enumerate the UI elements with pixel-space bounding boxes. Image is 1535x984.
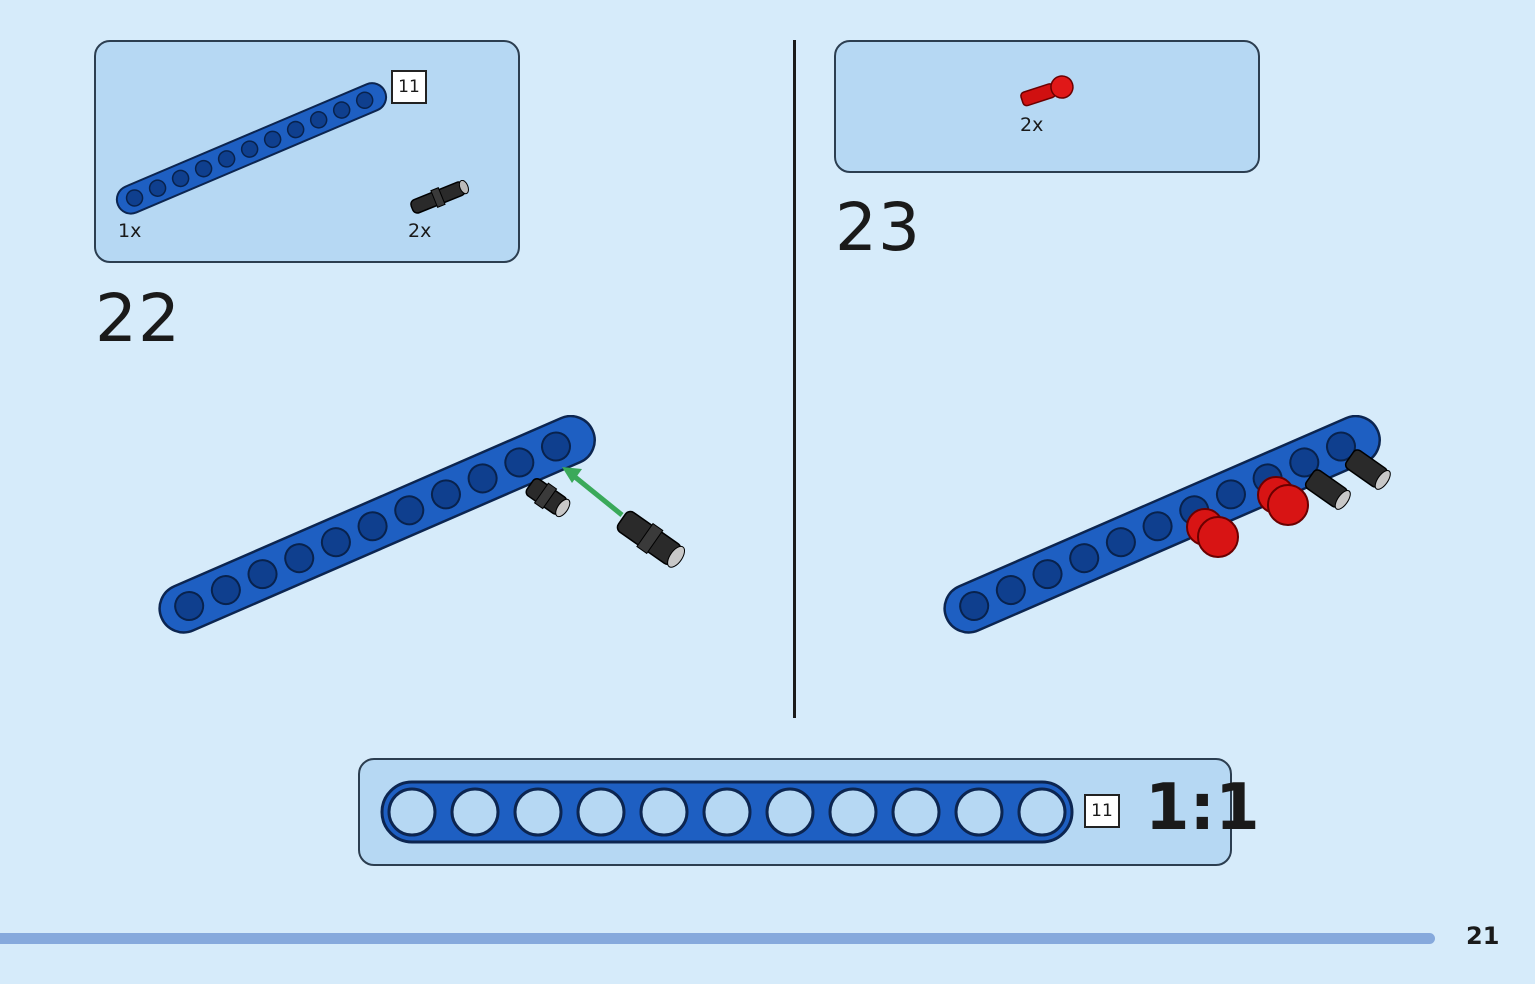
beam-length-tag: 11 bbox=[391, 70, 427, 104]
red-pin-part-icon bbox=[1020, 75, 1074, 107]
beam-11-part-icon bbox=[115, 82, 388, 215]
scale-length-tag: 11 bbox=[1084, 794, 1120, 828]
black-pin-part-icon bbox=[410, 180, 469, 214]
scale-ratio-label: 1:1 bbox=[1145, 771, 1260, 845]
step-23-parts-callout bbox=[834, 40, 1260, 173]
step-23-number: 23 bbox=[835, 189, 921, 266]
red-pin-quantity: 2x bbox=[1020, 114, 1044, 136]
step-23-assembly bbox=[943, 415, 1391, 634]
page-progress-bar bbox=[0, 933, 1435, 944]
beam-quantity: 1x bbox=[118, 220, 142, 242]
beam-11-scale-diagram bbox=[380, 780, 1074, 844]
step-22-number: 22 bbox=[95, 280, 181, 357]
page-number: 21 bbox=[1466, 922, 1500, 950]
step-22-parts-callout bbox=[94, 40, 520, 263]
step-divider bbox=[793, 40, 796, 718]
step-22-assembly bbox=[158, 415, 686, 634]
black-pin-quantity: 2x bbox=[408, 220, 432, 242]
